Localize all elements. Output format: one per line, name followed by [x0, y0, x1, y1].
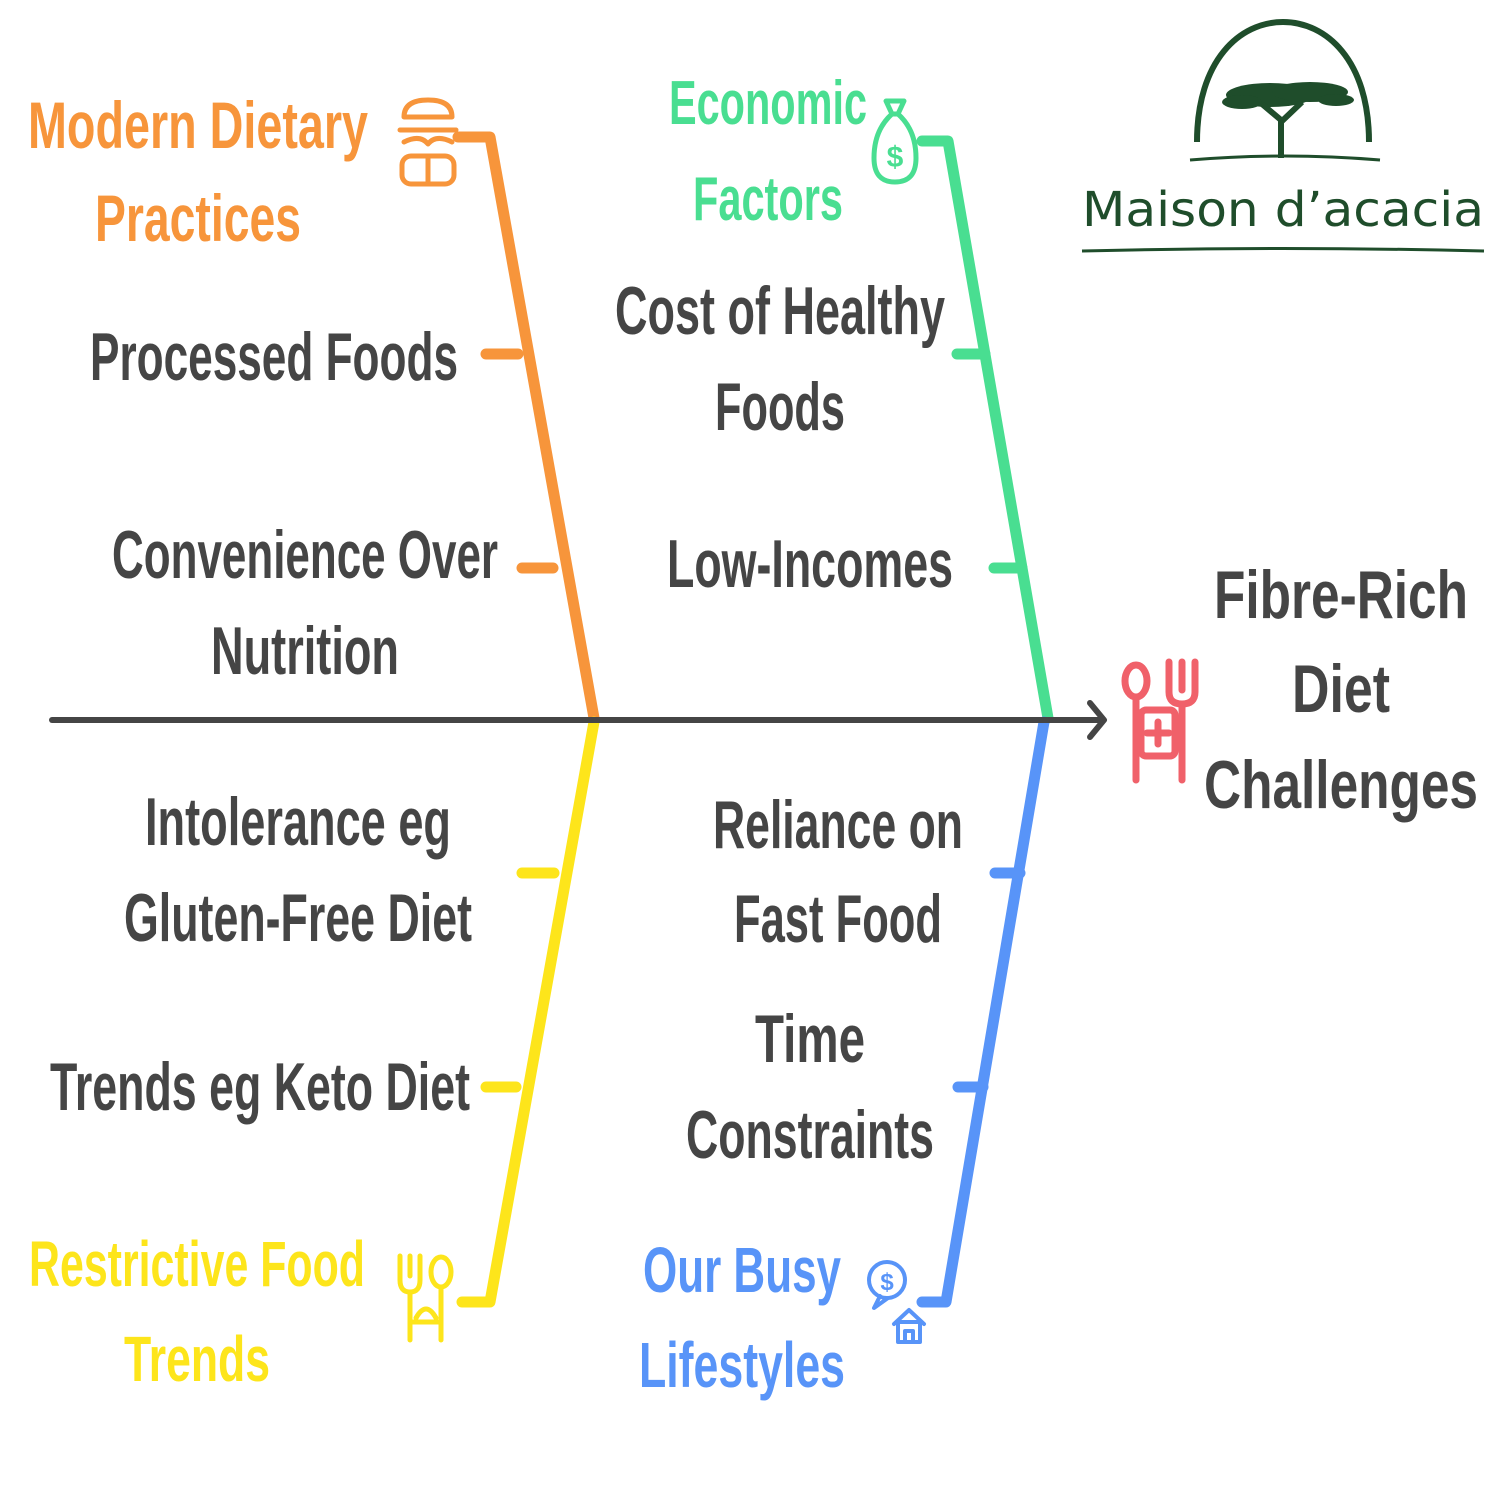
svg-text:$: $ — [887, 141, 904, 174]
bone-restrictive-food-trends — [456, 716, 600, 1308]
cause-label: Convenience Over — [112, 517, 498, 593]
arrow-head-icon — [1087, 700, 1107, 740]
bone-line — [456, 716, 600, 1308]
cause-label: Trends eg Keto Diet — [50, 1049, 470, 1125]
cause-label: Cost of Healthy — [615, 273, 945, 349]
category-title-modern-dietary-practices: Practices — [95, 181, 301, 255]
brand-logo: Maison d’acacia — [1081, 18, 1485, 253]
category-title-economic-factors: Factors — [693, 165, 843, 234]
cause-label: Nutrition — [211, 613, 399, 689]
category-title-our-busy-lifestyles: Lifestyles — [639, 1329, 845, 1401]
logo-ground — [1189, 154, 1381, 162]
restricted-food-icon — [397, 1253, 454, 1343]
bone-line — [916, 135, 1054, 724]
bone-line — [916, 716, 1050, 1308]
spine — [49, 700, 1107, 740]
category-title-economic-factors: Economic — [669, 69, 867, 138]
cause-label: Foods — [715, 369, 845, 445]
effect-title: Diet — [1292, 651, 1390, 727]
effect-title: Challenges — [1204, 747, 1478, 823]
money-bag-icon: $ — [871, 98, 919, 185]
effect-title: Fibre-Rich — [1214, 557, 1468, 633]
svg-text:$: $ — [880, 1269, 894, 1296]
bone-modern-dietary-practices — [452, 131, 600, 724]
money-home-icon: $ — [867, 1260, 926, 1344]
category-title-our-busy-lifestyles: Our Busy — [643, 1234, 841, 1306]
cause-label: Constraints — [686, 1097, 934, 1173]
logo-name: Maison d’acacia — [1082, 182, 1484, 238]
bone-our-busy-lifestyles — [916, 716, 1050, 1308]
category-title-restrictive-food-trends: Restrictive Food — [29, 1228, 365, 1300]
category-title-modern-dietary-practices: Modern Dietary — [28, 88, 368, 162]
cause-label: Intolerance eg — [145, 784, 451, 860]
category-title-restrictive-food-trends: Trends — [124, 1323, 270, 1395]
cause-label: Time — [755, 1001, 865, 1077]
logo-arch — [1194, 18, 1372, 143]
cause-label: Fast Food — [734, 881, 942, 957]
bone-line — [452, 131, 600, 724]
acacia-tree-icon — [1222, 82, 1354, 158]
burger-icon — [397, 97, 459, 187]
bone-economic-factors — [916, 135, 1054, 724]
logo-underline — [1081, 247, 1485, 253]
cause-label: Gluten-Free Diet — [124, 880, 472, 956]
cutlery-health-icon — [1121, 658, 1199, 784]
cause-label: Reliance on — [713, 787, 963, 863]
cause-label: Low-Incomes — [667, 526, 953, 602]
cause-label: Processed Foods — [90, 319, 458, 395]
